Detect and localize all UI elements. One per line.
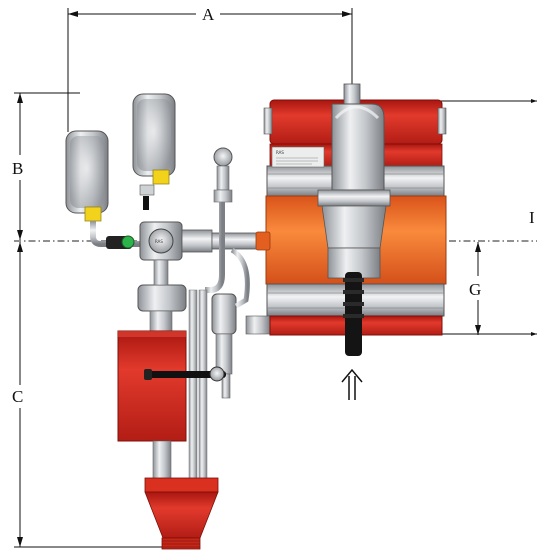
dimension-g: G <box>469 242 481 335</box>
control-box <box>117 330 187 442</box>
dimension-a: A <box>67 5 353 132</box>
flow-direction-arrow <box>341 368 363 400</box>
lever-handle <box>144 366 226 382</box>
dimension-c: C <box>12 242 165 548</box>
dimension-c-label: C <box>12 387 23 406</box>
green-indicator <box>106 235 135 249</box>
dimension-i: I <box>440 99 537 336</box>
dimension-a-label: A <box>202 5 215 24</box>
drain-valve-body <box>137 259 187 334</box>
dimension-i-label: I <box>529 208 535 227</box>
pressure-gauge-right <box>132 93 176 185</box>
name-plate-label: RAS <box>276 150 284 155</box>
gauge-brand-label: RAS <box>155 239 163 244</box>
dimension-b-label: B <box>12 159 23 178</box>
small-sight-gauge <box>213 147 233 203</box>
drain-funnel <box>144 477 219 550</box>
check-valve-assembly <box>211 247 250 399</box>
name-plate: RAS <box>271 146 325 168</box>
black-drain-pipe <box>343 272 364 356</box>
center-fitting <box>317 189 391 279</box>
dimension-b: B <box>12 92 80 240</box>
trim-manifold: RAS <box>139 221 265 261</box>
dimension-g-label: G <box>469 280 481 299</box>
top-elbow-fitting <box>331 83 385 191</box>
pressure-gauge-left <box>65 130 109 222</box>
